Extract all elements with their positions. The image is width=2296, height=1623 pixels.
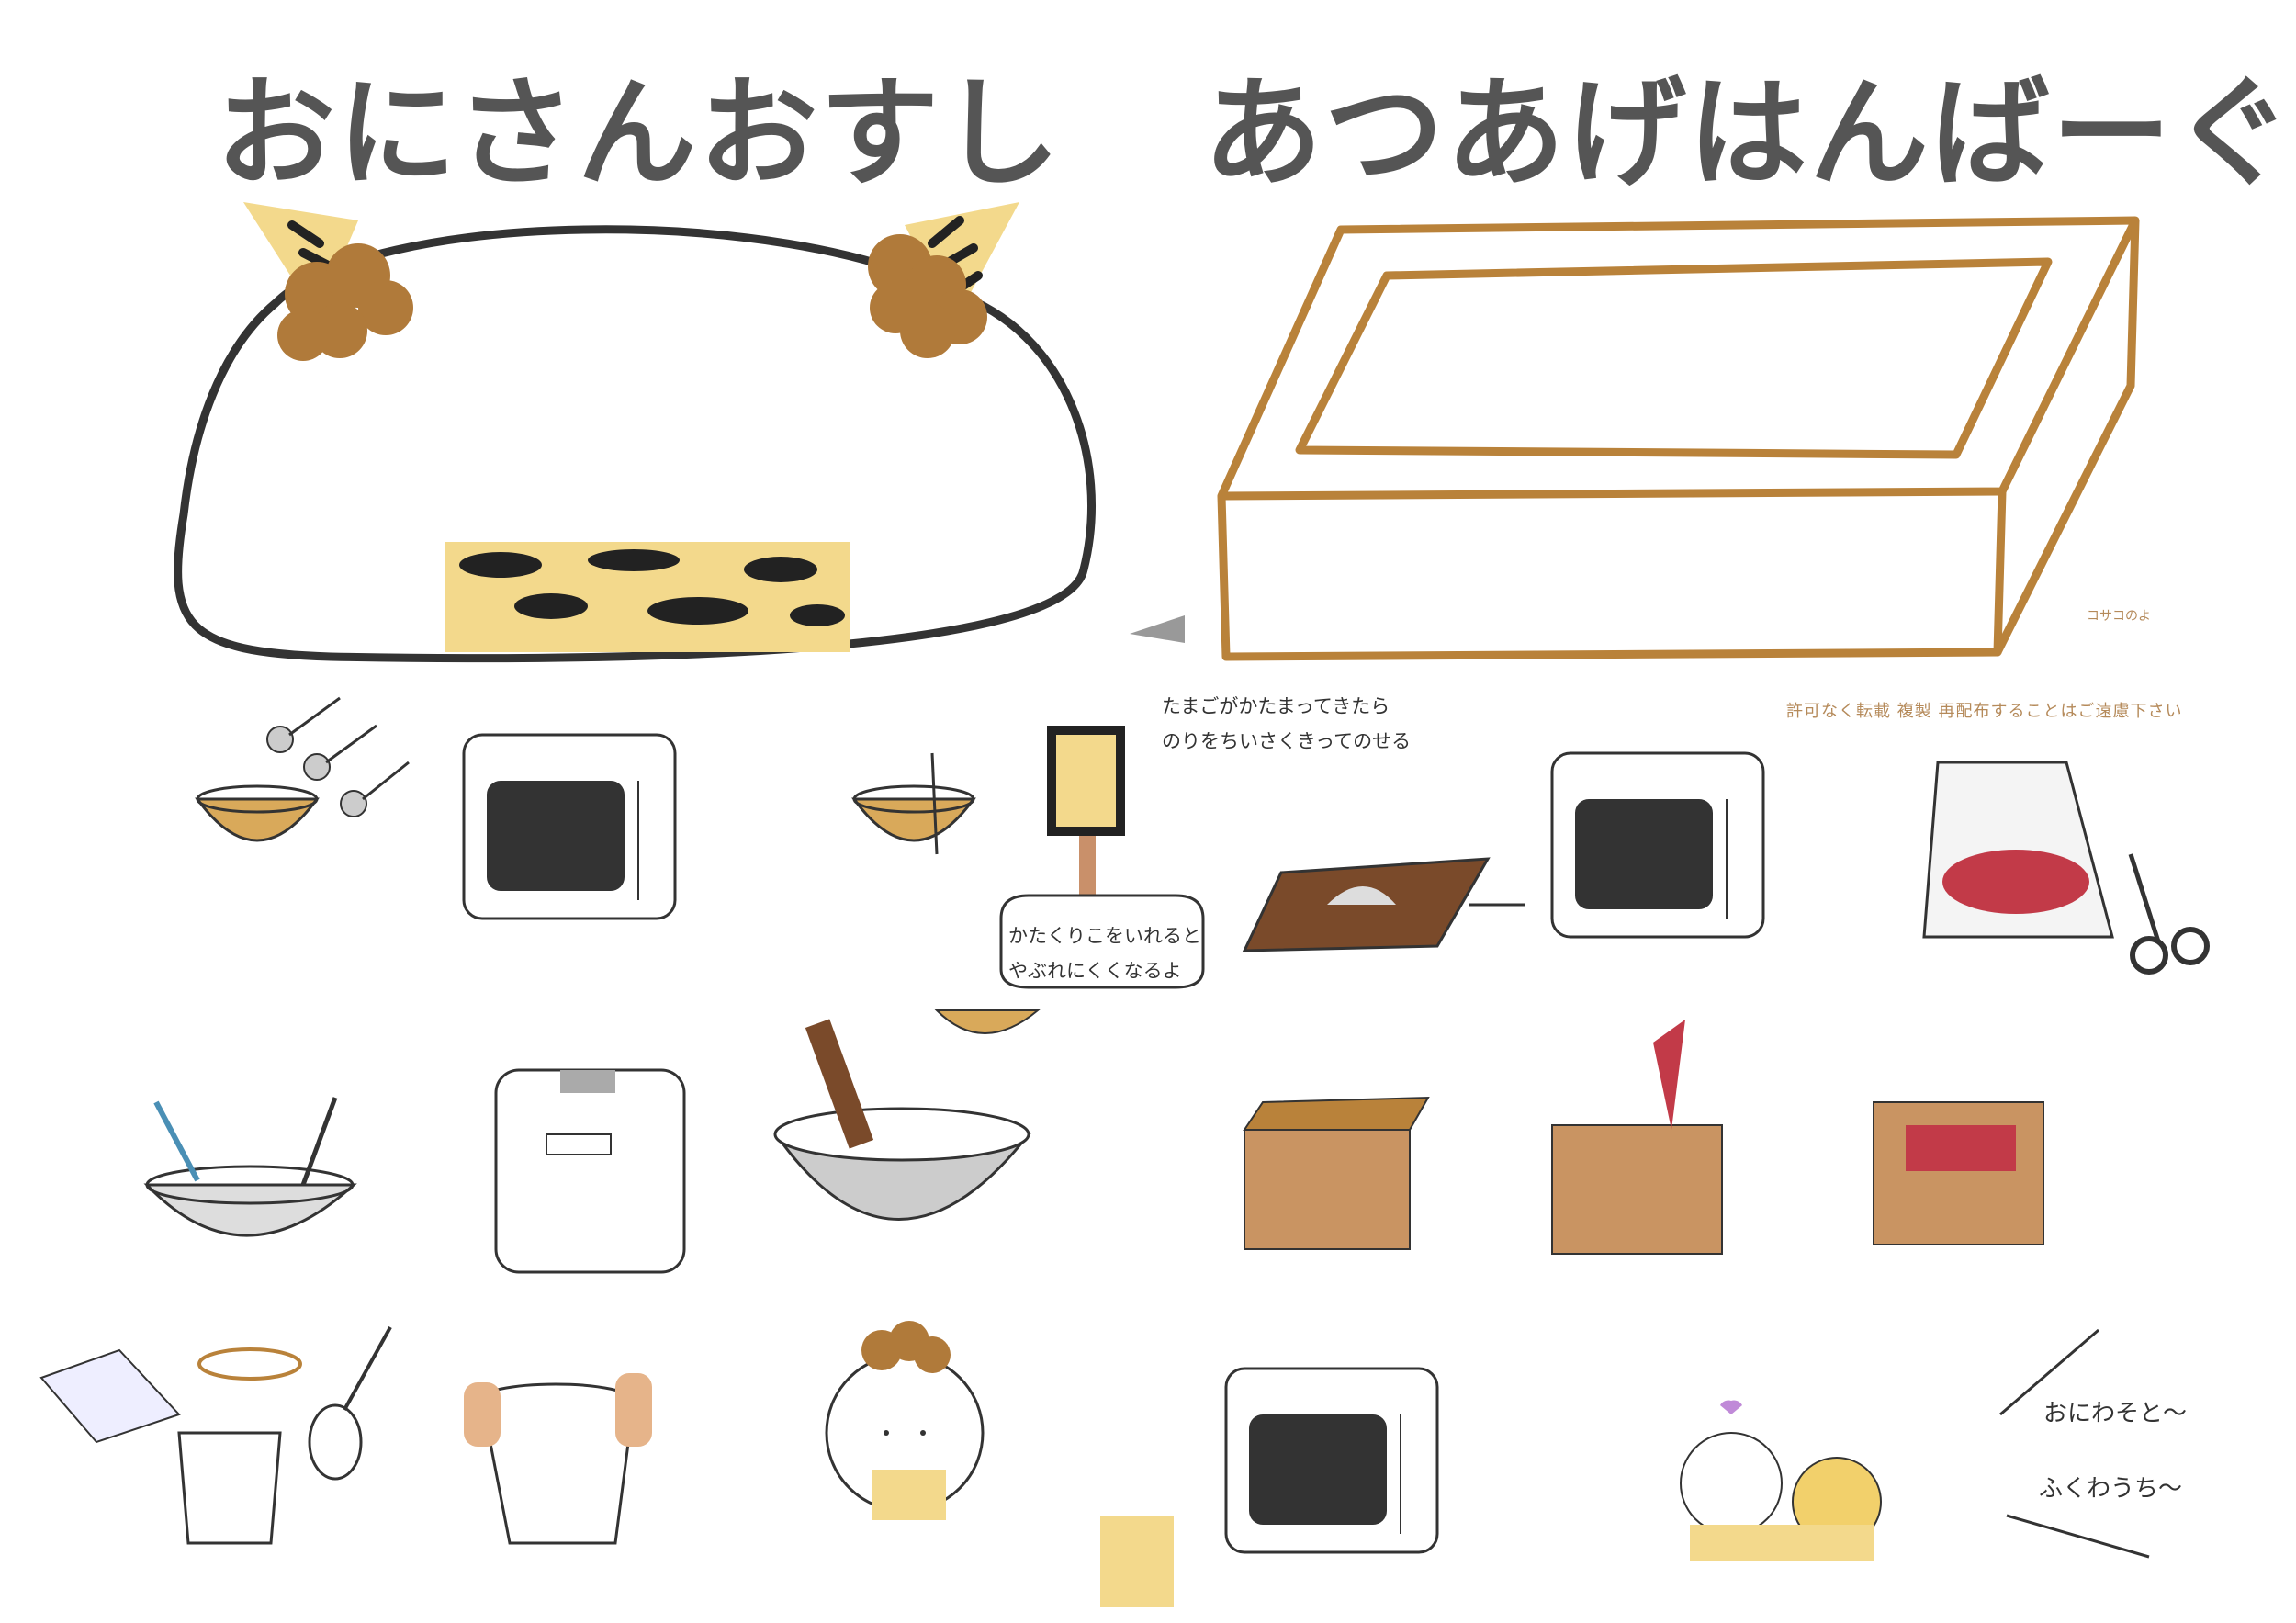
artist-signature: コサコのよ [2087,609,2151,624]
rice-ball-body [174,225,1096,663]
step-cut-tofu [1242,857,1525,952]
step-fill-meat [1551,1020,1723,1255]
step-mix-seasoning [195,696,410,842]
egg-tip-line2: のりをちいさくきってのせる [1162,730,1412,752]
egg-tip-line1: たまごがかたまってきたら [1162,695,1390,717]
right-hair-icon [868,234,987,358]
tip-speech-bubble [999,894,1205,989]
step-scoop-tofu [1243,1096,1430,1250]
step-egg-pan [1047,615,1185,900]
atsuage-box-illustration [1217,216,2140,661]
greeting-line-top [1999,1328,2099,1416]
starch-tip-line2: やぶれにくくなるよ [1008,960,1182,982]
copyright-notice: 許可なく転載 複製 再配布することはご遠慮下さい [1786,702,2183,721]
rice-cooker-icon [494,1068,686,1274]
oni-sushi-illustration [174,202,1096,663]
title-atsuage-hamburg: あつあげはんばーぐ [1203,63,2295,203]
microwave-icon [462,733,677,920]
greeting-line2: ふくわうち〜 [2039,1475,2183,1503]
step-bake-tofu [1873,1101,2044,1245]
title-oni-sushi: おにさんおすし [216,63,1063,203]
step-wrap-rice [39,1326,392,1545]
microwave-icon [1550,751,1765,939]
seaweed-strip [1100,1516,1174,1607]
greeting-line1: おにわそと〜 [2043,1400,2188,1427]
microwave-icon [1224,1367,1439,1554]
starch-tip-line1: かたくりこをいれると [1008,925,1201,947]
step-meat-bag [1922,761,2210,975]
chick-characters [1680,1400,1882,1561]
starch-tip-note: かたくりこをいれると やぶれにくくなるよ [1008,919,1201,988]
step-press-rice [464,1373,652,1545]
left-horn-icon [243,202,358,317]
greeting-line-bottom [2006,1514,2150,1559]
step-beat-egg [851,752,976,855]
egg-tip-note: たまごがかたまってきたら のりをちいさくきってのせる [1162,689,1411,759]
small-oni-face [825,1321,985,1520]
left-hair-icon [277,243,413,361]
step-mix-rice [773,1009,1041,1221]
right-horn-icon [905,202,1019,321]
step-wash-rice [143,1097,357,1237]
